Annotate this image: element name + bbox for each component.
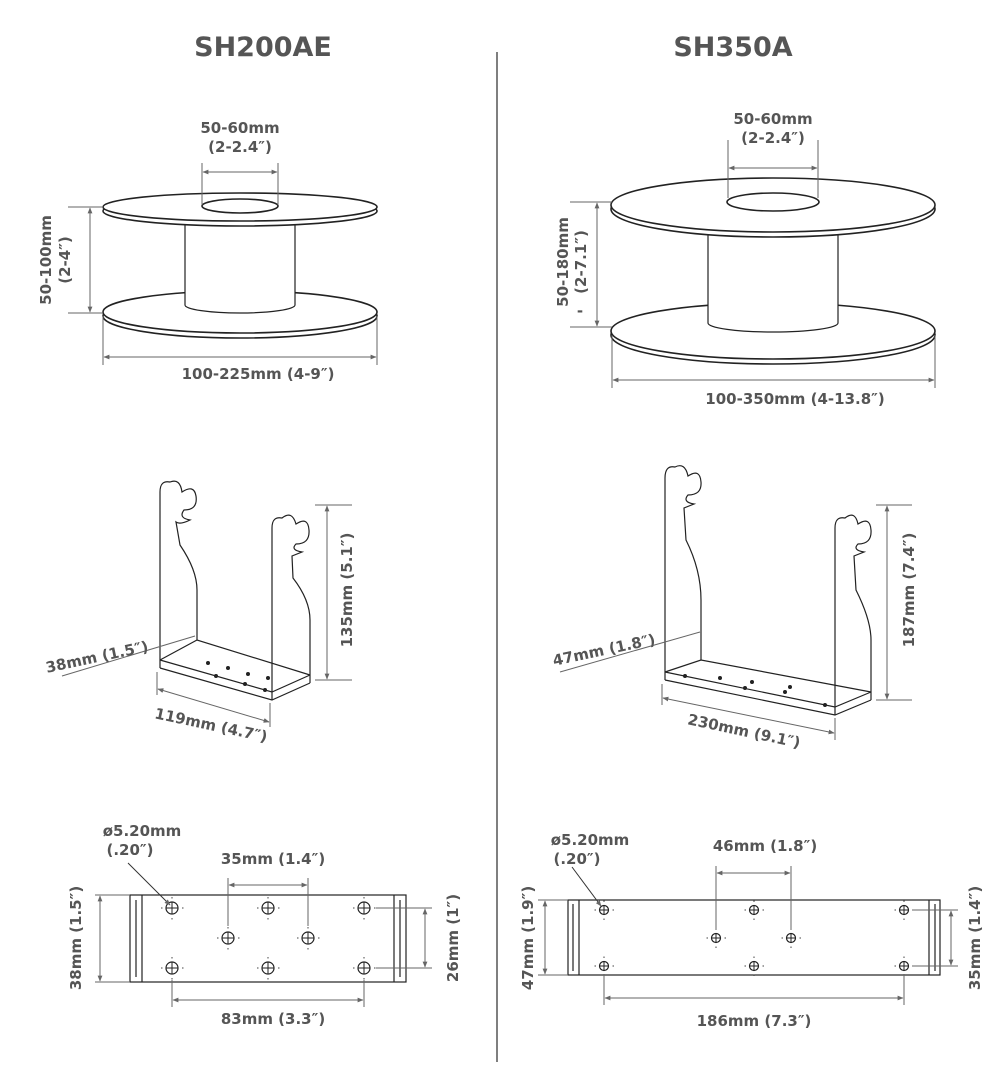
hole-horizontal-span-label: 186mm (7.3″) bbox=[697, 1012, 812, 1030]
mounting-hole-icon bbox=[161, 897, 184, 920]
hole-diameter-label-inches: (.20″) bbox=[554, 850, 601, 868]
mounting-hole-icon bbox=[353, 957, 376, 980]
model-title-sh350a: SH350A bbox=[673, 32, 792, 63]
bracket-sh200ae bbox=[159, 480, 311, 701]
spool-height-label: 50-100mm bbox=[37, 215, 55, 305]
spool-height-label-inches: (2-4″) bbox=[56, 236, 74, 284]
spool-height-label: 50-180mm bbox=[554, 217, 572, 307]
spool-sh200ae-dimensions bbox=[68, 163, 378, 365]
mounting-hole-icon bbox=[744, 900, 764, 920]
spool-height-label-inches: (2-7.1″) bbox=[572, 230, 590, 294]
mounting-hole-icon bbox=[257, 897, 280, 920]
mounting-hole-icon bbox=[217, 927, 240, 950]
mounting-hole-icon bbox=[894, 956, 914, 976]
mounting-hole-icon bbox=[161, 957, 184, 980]
mounting-hole-icon bbox=[353, 897, 376, 920]
mounting-plate-sh200ae bbox=[129, 894, 407, 983]
hole-spacing-label: 46mm (1.8″) bbox=[713, 837, 817, 855]
spool-height-extra-mark: - bbox=[577, 302, 583, 320]
bracket-height-label: 187mm (7.4″) bbox=[900, 533, 918, 648]
hole-diameter-label: ø5.20mm bbox=[103, 822, 182, 840]
spool-sh200ae bbox=[102, 192, 378, 339]
spool-diameter-label: 100-225mm (4-9″) bbox=[182, 365, 335, 383]
bracket-height-label: 135mm (5.1″) bbox=[338, 533, 356, 648]
bracket-width-label: 119mm (4.7″) bbox=[153, 704, 269, 745]
mounting-hole-icon bbox=[706, 928, 726, 948]
spool-hub-label-inches: (2-2.4″) bbox=[208, 138, 272, 156]
hole-vertical-span-label: 26mm (1″) bbox=[444, 894, 462, 982]
spool-sh350a-dimensions bbox=[570, 140, 936, 388]
spool-hub-label: 50-60mm bbox=[733, 110, 812, 128]
mounting-hole-icon bbox=[744, 956, 764, 976]
mounting-plate-sh350a-dimensions bbox=[538, 866, 958, 1005]
bracket-depth-label: 38mm (1.5″) bbox=[44, 637, 150, 676]
bracket-sh350a bbox=[664, 465, 872, 716]
mounting-plate-sh350a bbox=[567, 899, 941, 976]
model-title-sh200ae: SH200AE bbox=[194, 32, 332, 63]
mounting-hole-icon bbox=[297, 927, 320, 950]
bracket-sh200ae-dimensions bbox=[61, 504, 352, 727]
hole-horizontal-span-label: 83mm (3.3″) bbox=[221, 1010, 325, 1028]
hole-vertical-span-label: 35mm (1.4″) bbox=[966, 886, 984, 990]
bracket-depth-label: 47mm (1.8″) bbox=[551, 630, 657, 669]
hole-spacing-label: 35mm (1.4″) bbox=[221, 850, 325, 868]
spool-hub-label: 50-60mm bbox=[200, 119, 279, 137]
mounting-hole-icon bbox=[257, 957, 280, 980]
spool-diameter-label: 100-350mm (4-13.8″) bbox=[705, 390, 884, 408]
mounting-hole-icon bbox=[894, 900, 914, 920]
bracket-width-label: 230mm (9.1″) bbox=[686, 710, 802, 751]
plate-height-label: 38mm (1.5″) bbox=[67, 886, 85, 990]
mounting-hole-icon bbox=[781, 928, 801, 948]
mounting-plate-sh200ae-dimensions bbox=[95, 862, 432, 1007]
bracket-sh350a-dimensions bbox=[559, 504, 912, 740]
spool-hub-label-inches: (2-2.4″) bbox=[741, 129, 805, 147]
mounting-hole-icon bbox=[594, 956, 614, 976]
plate-height-label: 47mm (1.9″) bbox=[519, 886, 537, 990]
mounting-hole-icon bbox=[594, 900, 614, 920]
spool-sh350a bbox=[610, 177, 936, 365]
hole-diameter-label-inches: (.20″) bbox=[107, 841, 154, 859]
hole-diameter-label: ø5.20mm bbox=[551, 831, 630, 849]
